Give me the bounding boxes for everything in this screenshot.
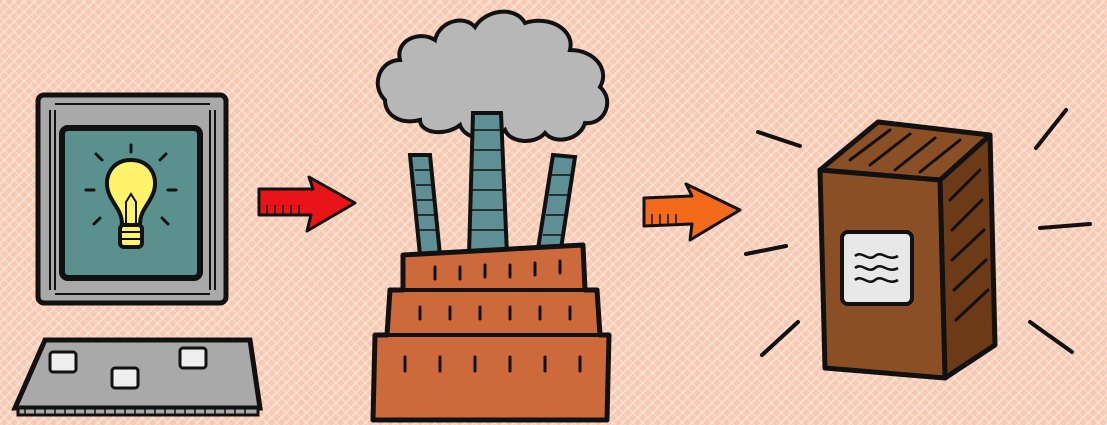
arrow-right-icon: [255, 175, 360, 235]
computer-lightbulb-icon: [10, 90, 265, 420]
arrow-right-icon: [640, 180, 745, 245]
factory-icon: [365, 5, 620, 425]
product-box-icon: [740, 100, 1100, 390]
